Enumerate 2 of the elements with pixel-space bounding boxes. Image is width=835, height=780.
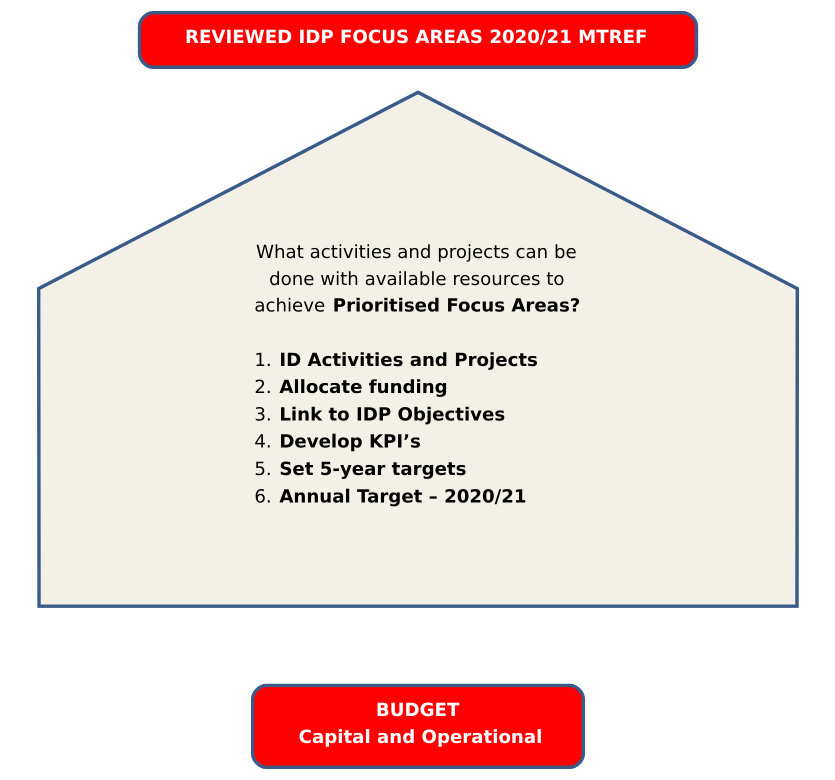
node-box: BUDGET Capital and Operational — [250, 684, 585, 769]
node-box: REVIEWED IDP FOCUS AREAS 2020/21 MTREF — [137, 11, 698, 69]
